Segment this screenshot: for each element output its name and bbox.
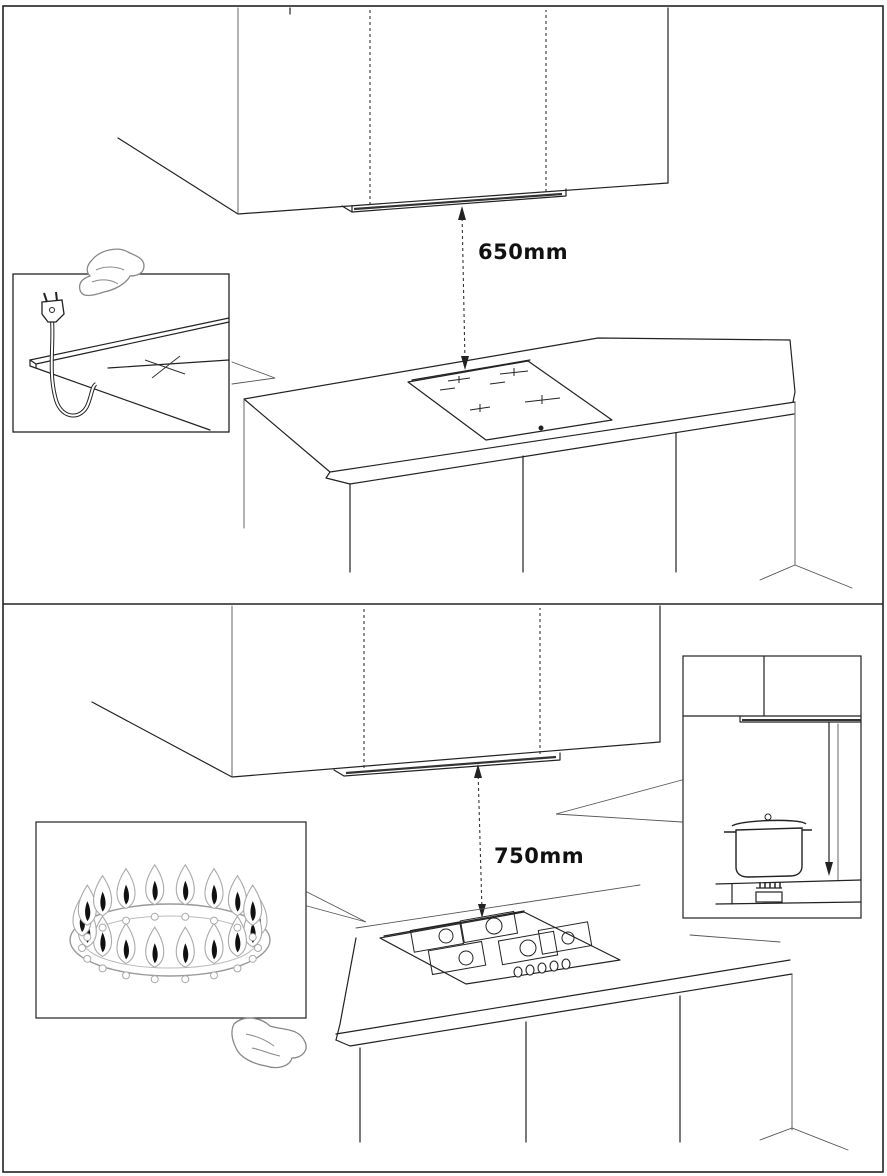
range-hood xyxy=(341,188,567,213)
flame-core xyxy=(211,884,217,905)
distance-label-750: 750mm xyxy=(494,844,585,868)
cooking-pot-icon xyxy=(724,813,812,878)
flame-core xyxy=(183,943,189,964)
flame-core xyxy=(85,901,91,922)
flame-core xyxy=(100,891,106,912)
distance-arrow-650 xyxy=(458,206,469,370)
pointing-hand-icon xyxy=(78,248,145,297)
flame-core xyxy=(211,939,217,960)
flame-ring-icon xyxy=(69,863,271,984)
flame-core xyxy=(250,901,256,922)
range-hood-bottom xyxy=(333,752,561,777)
electric-plug-icon xyxy=(41,291,65,323)
pointing-hand-icon xyxy=(231,1017,307,1069)
inset-plug-box xyxy=(12,248,230,433)
outer-border xyxy=(2,5,884,1173)
flame-core xyxy=(152,943,158,964)
burner-icon xyxy=(755,882,783,903)
flame-core xyxy=(123,884,129,905)
distance-arrow-750 xyxy=(474,764,486,918)
inset-flame-box xyxy=(35,821,307,1069)
flame-core xyxy=(235,932,241,953)
distance-label-650: 650mm xyxy=(478,240,569,264)
induction-hob xyxy=(407,359,613,441)
flame-core xyxy=(152,880,158,901)
upper-cabinets-bottom xyxy=(91,605,661,778)
inset-pot-box xyxy=(682,655,862,919)
worktop xyxy=(243,337,853,589)
flame-core xyxy=(100,932,106,953)
bottom-panel xyxy=(35,605,862,1151)
upper-cabinets xyxy=(117,7,669,215)
gas-hob xyxy=(379,910,621,985)
flame-core xyxy=(235,891,241,912)
top-panel xyxy=(12,7,853,589)
worktop-bottom xyxy=(335,884,849,1151)
flame-core xyxy=(123,939,129,960)
flame-core xyxy=(183,880,189,901)
